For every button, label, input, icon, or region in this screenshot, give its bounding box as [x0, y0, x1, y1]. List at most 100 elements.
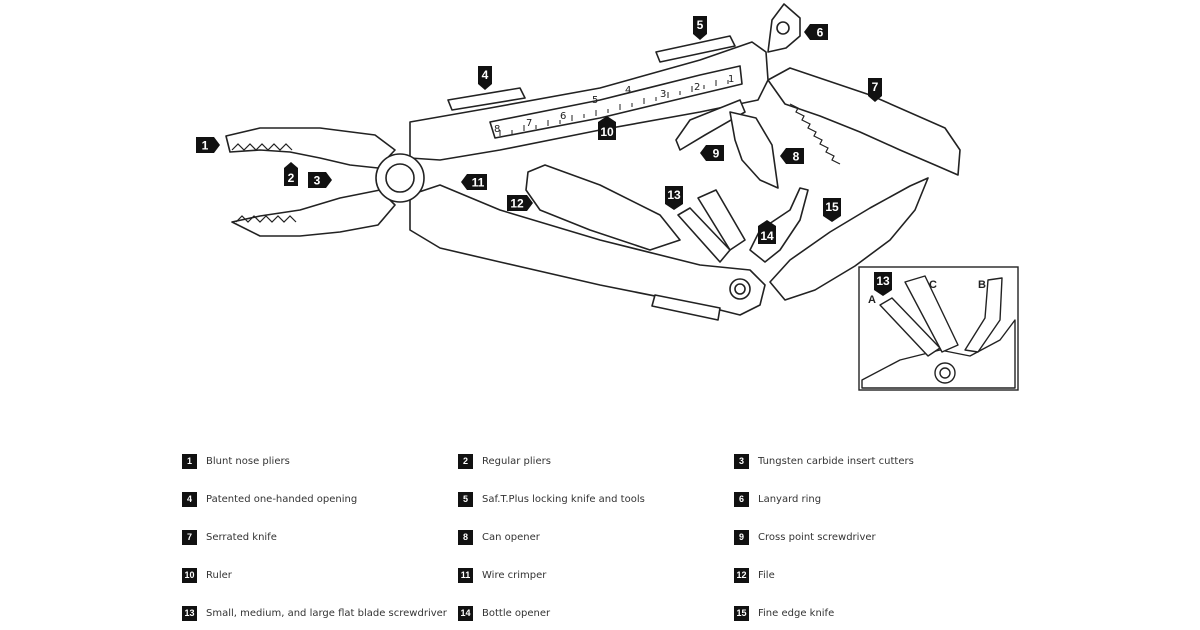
- ruler-ticks: [499, 80, 729, 136]
- lower-handle: [409, 184, 766, 316]
- svg-text:12: 12: [510, 197, 524, 211]
- legend-item-1: 1 Blunt nose pliers: [182, 453, 290, 469]
- legend-item-12: 12 File: [734, 567, 775, 583]
- legend-label: Lanyard ring: [758, 493, 822, 505]
- svg-text:3: 3: [314, 174, 321, 188]
- plier-teeth-lower: [235, 215, 297, 223]
- legend-badge: 5: [458, 491, 473, 507]
- bottle-opener: [749, 187, 809, 263]
- legend-label: Serrated knife: [206, 531, 277, 543]
- legend-item-14: 14 Bottle opener: [458, 605, 550, 621]
- svg-text:6: 6: [817, 26, 824, 40]
- legend-item-8: 8 Can opener: [458, 529, 540, 545]
- legend-label: Cross point screwdriver: [758, 531, 876, 543]
- legend-badge: 7: [182, 529, 197, 545]
- legend-badge: 15: [734, 605, 749, 621]
- one-handed-opening: [447, 87, 526, 111]
- callout-4: 4: [478, 66, 492, 90]
- ruler-mark-1: 1: [728, 74, 734, 85]
- svg-text:4: 4: [482, 68, 489, 82]
- legend-badge: 10: [182, 567, 197, 583]
- locking-tab: [655, 35, 736, 63]
- callout-11: 11: [461, 174, 487, 190]
- legend-item-7: 7 Serrated knife: [182, 529, 277, 545]
- legend-label: Saf.T.Plus locking knife and tools: [482, 493, 645, 505]
- ruler-mark-6: 6: [560, 111, 566, 122]
- callout-15: 15: [823, 198, 841, 222]
- ruler-mark-7: 7: [526, 118, 532, 129]
- legend-label: Fine edge knife: [758, 607, 835, 619]
- legend-label: Ruler: [206, 569, 232, 581]
- lanyard-ring-hole: [776, 21, 790, 35]
- inset-screwdriver-b: [964, 277, 1003, 353]
- legend-badge: 3: [734, 453, 749, 469]
- callout-10: 10: [598, 116, 616, 140]
- svg-text:15: 15: [825, 200, 839, 214]
- inset-detail: 13 A C B: [858, 266, 1019, 391]
- legend-item-3: 3 Tungsten carbide insert cutters: [734, 453, 914, 469]
- multitool-diagram: 8 7 6 5 4 3 2 1 1 2 3 4 5 6 7 8 9 1: [196, 3, 1019, 391]
- callout-2: 2: [284, 162, 298, 186]
- serrated-knife-blade: [767, 67, 961, 176]
- callout-5: 5: [693, 16, 707, 40]
- svg-text:13: 13: [667, 188, 681, 202]
- legend-label: Small, medium, and large flat blade scre…: [206, 607, 447, 619]
- fine-edge-knife-blade: [769, 177, 929, 301]
- can-opener: [729, 111, 779, 189]
- lower-handle-tab: [651, 294, 721, 321]
- legend-badge: 4: [182, 491, 197, 507]
- callout-6: 6: [804, 24, 828, 40]
- legend-label: Tungsten carbide insert cutters: [758, 455, 914, 467]
- ruler-mark-3: 3: [660, 89, 666, 100]
- legend-item-5: 5 Saf.T.Plus locking knife and tools: [458, 491, 645, 507]
- ruler-strip: [489, 65, 743, 139]
- ruler-mark-5: 5: [592, 95, 598, 106]
- legend-item-15: 15 Fine edge knife: [734, 605, 834, 621]
- pliers-upper-jaw: [225, 127, 396, 169]
- legend-item-10: 10 Ruler: [182, 567, 232, 583]
- callout-12: 12: [507, 195, 533, 211]
- legend-label: Can opener: [482, 531, 540, 543]
- legend-label: Blunt nose pliers: [206, 455, 290, 467]
- legend-label: Bottle opener: [482, 607, 551, 619]
- callout-1: 1: [196, 137, 220, 153]
- rear-pivot-inner: [734, 283, 746, 295]
- svg-text:9: 9: [713, 147, 720, 161]
- legend-label: Wire crimper: [482, 569, 547, 581]
- legend-badge: 1: [182, 453, 197, 469]
- legend-label: File: [758, 569, 775, 581]
- flat-screwdriver-medium: [697, 189, 746, 251]
- inset-pivot-inner: [939, 367, 951, 379]
- legend-badge: 8: [458, 529, 473, 545]
- svg-text:7: 7: [872, 80, 879, 94]
- legend-badge: 12: [734, 567, 749, 583]
- legend-item-9: 9 Cross point screwdriver: [734, 529, 876, 545]
- cross-point-screwdriver: [675, 99, 746, 151]
- legend-badge: 6: [734, 491, 749, 507]
- legend-item-13: 13 Small, medium, and large flat blade sc…: [182, 605, 447, 621]
- legend-label: Regular pliers: [482, 455, 551, 467]
- svg-text:14: 14: [760, 229, 774, 243]
- callout-7: 7: [868, 78, 882, 102]
- callout-3: 3: [308, 172, 332, 188]
- serration-line: [789, 103, 841, 165]
- legend-badge: 13: [182, 605, 197, 621]
- svg-text:8: 8: [793, 150, 800, 164]
- inset-letter-a: A: [868, 294, 876, 306]
- inset-letter-b: B: [978, 279, 986, 291]
- callout-8: 8: [780, 148, 804, 164]
- ruler-mark-8: 8: [494, 124, 500, 135]
- svg-text:13: 13: [876, 274, 890, 288]
- callout-14: 14: [758, 220, 776, 244]
- svg-text:5: 5: [697, 18, 704, 32]
- inset-callout-13: 13: [874, 272, 892, 296]
- legend-badge: 9: [734, 529, 749, 545]
- pliers-lower-jaw: [231, 189, 396, 237]
- svg-text:11: 11: [472, 176, 485, 190]
- ruler-mark-4: 4: [625, 85, 631, 96]
- legend-badge: 14: [458, 605, 473, 621]
